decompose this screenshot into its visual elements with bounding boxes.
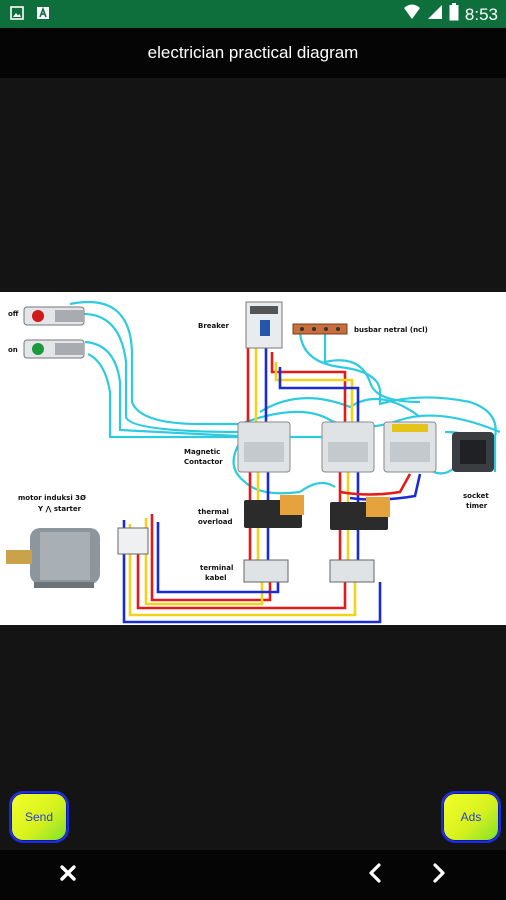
wiring-diagram-svg: off on Breaker busbar netral (ncl) Magne…	[6, 300, 501, 624]
thermal-overloads	[244, 495, 390, 530]
wifi-icon	[403, 4, 421, 25]
breaker	[245, 301, 283, 349]
induction-motor	[6, 528, 100, 588]
ads-button-label: Ads	[460, 810, 482, 824]
label-contactor: Contactor	[184, 458, 223, 466]
push-buttons	[23, 306, 85, 359]
next-button[interactable]	[422, 858, 456, 892]
label-breaker: Breaker	[198, 322, 229, 330]
signal-icon	[427, 4, 443, 25]
notification-a-icon	[36, 6, 50, 25]
status-right-icons: 8:53	[403, 3, 498, 26]
label-busbar: busbar netral (ncl)	[354, 326, 428, 334]
socket-timer	[452, 432, 494, 472]
label-socket: socket	[463, 492, 489, 500]
image-icon	[10, 6, 24, 25]
wiring-diagram-image[interactable]: off on Breaker busbar netral (ncl) Magne…	[0, 292, 506, 625]
label-motor: motor induksi 3Ø	[18, 494, 86, 502]
busbar	[292, 323, 348, 335]
power-wires	[122, 347, 422, 624]
ads-button[interactable]: Ads	[441, 791, 501, 843]
terminal-blocks	[117, 527, 375, 583]
status-time: 8:53	[464, 4, 498, 24]
label-kabel: kabel	[205, 574, 227, 582]
status-bar: 8:53	[0, 0, 506, 28]
label-terminal: terminal	[200, 564, 233, 572]
close-button[interactable]	[51, 858, 85, 892]
page-title: electrician practical diagram	[147, 43, 359, 62]
close-icon	[59, 864, 77, 887]
chevron-left-icon	[366, 862, 384, 888]
label-starter: Y ⋀ starter	[37, 505, 82, 513]
previous-button[interactable]	[358, 858, 392, 892]
magnetic-contactors	[237, 421, 437, 473]
bottom-navigation-bar	[0, 850, 506, 900]
label-overload: overload	[198, 518, 233, 526]
status-left-icons	[10, 6, 50, 25]
content-area: off on Breaker busbar netral (ncl) Magne…	[0, 80, 506, 850]
chevron-right-icon	[430, 862, 448, 888]
label-magnetic: Magnetic	[184, 448, 220, 456]
label-on: on	[8, 346, 18, 354]
send-button-label: Send	[24, 810, 54, 824]
battery-icon	[449, 3, 459, 26]
label-thermal: thermal	[198, 508, 229, 516]
title-bar: electrician practical diagram	[0, 28, 506, 78]
send-button[interactable]: Send	[9, 791, 69, 843]
label-off: off	[8, 310, 19, 318]
label-timer: timer	[466, 502, 488, 510]
